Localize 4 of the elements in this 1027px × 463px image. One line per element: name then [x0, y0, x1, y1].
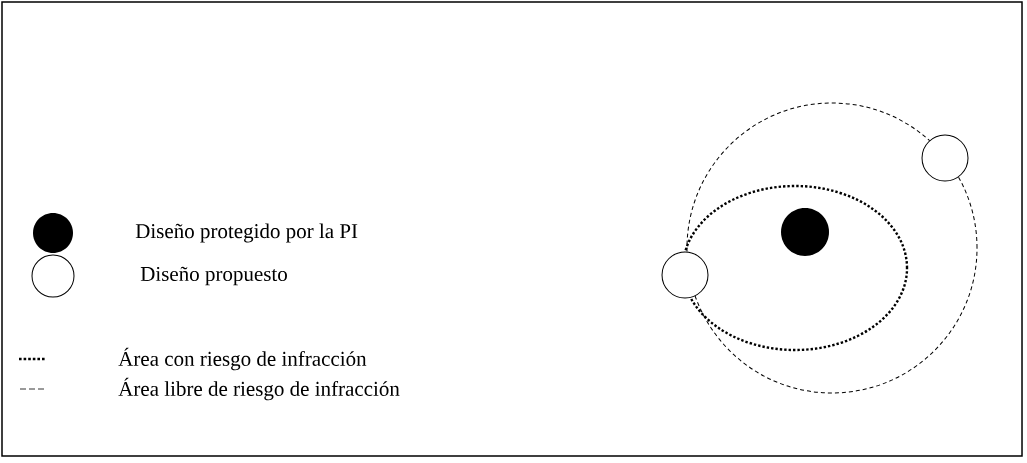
legend-label: Diseño propuesto — [140, 266, 287, 286]
legend-label: Área con riesgo de infracción — [118, 347, 367, 371]
legend-label: Diseño protegido por la PI — [135, 223, 358, 243]
legend-label: Área libre de riesgo de infracción — [118, 377, 400, 401]
